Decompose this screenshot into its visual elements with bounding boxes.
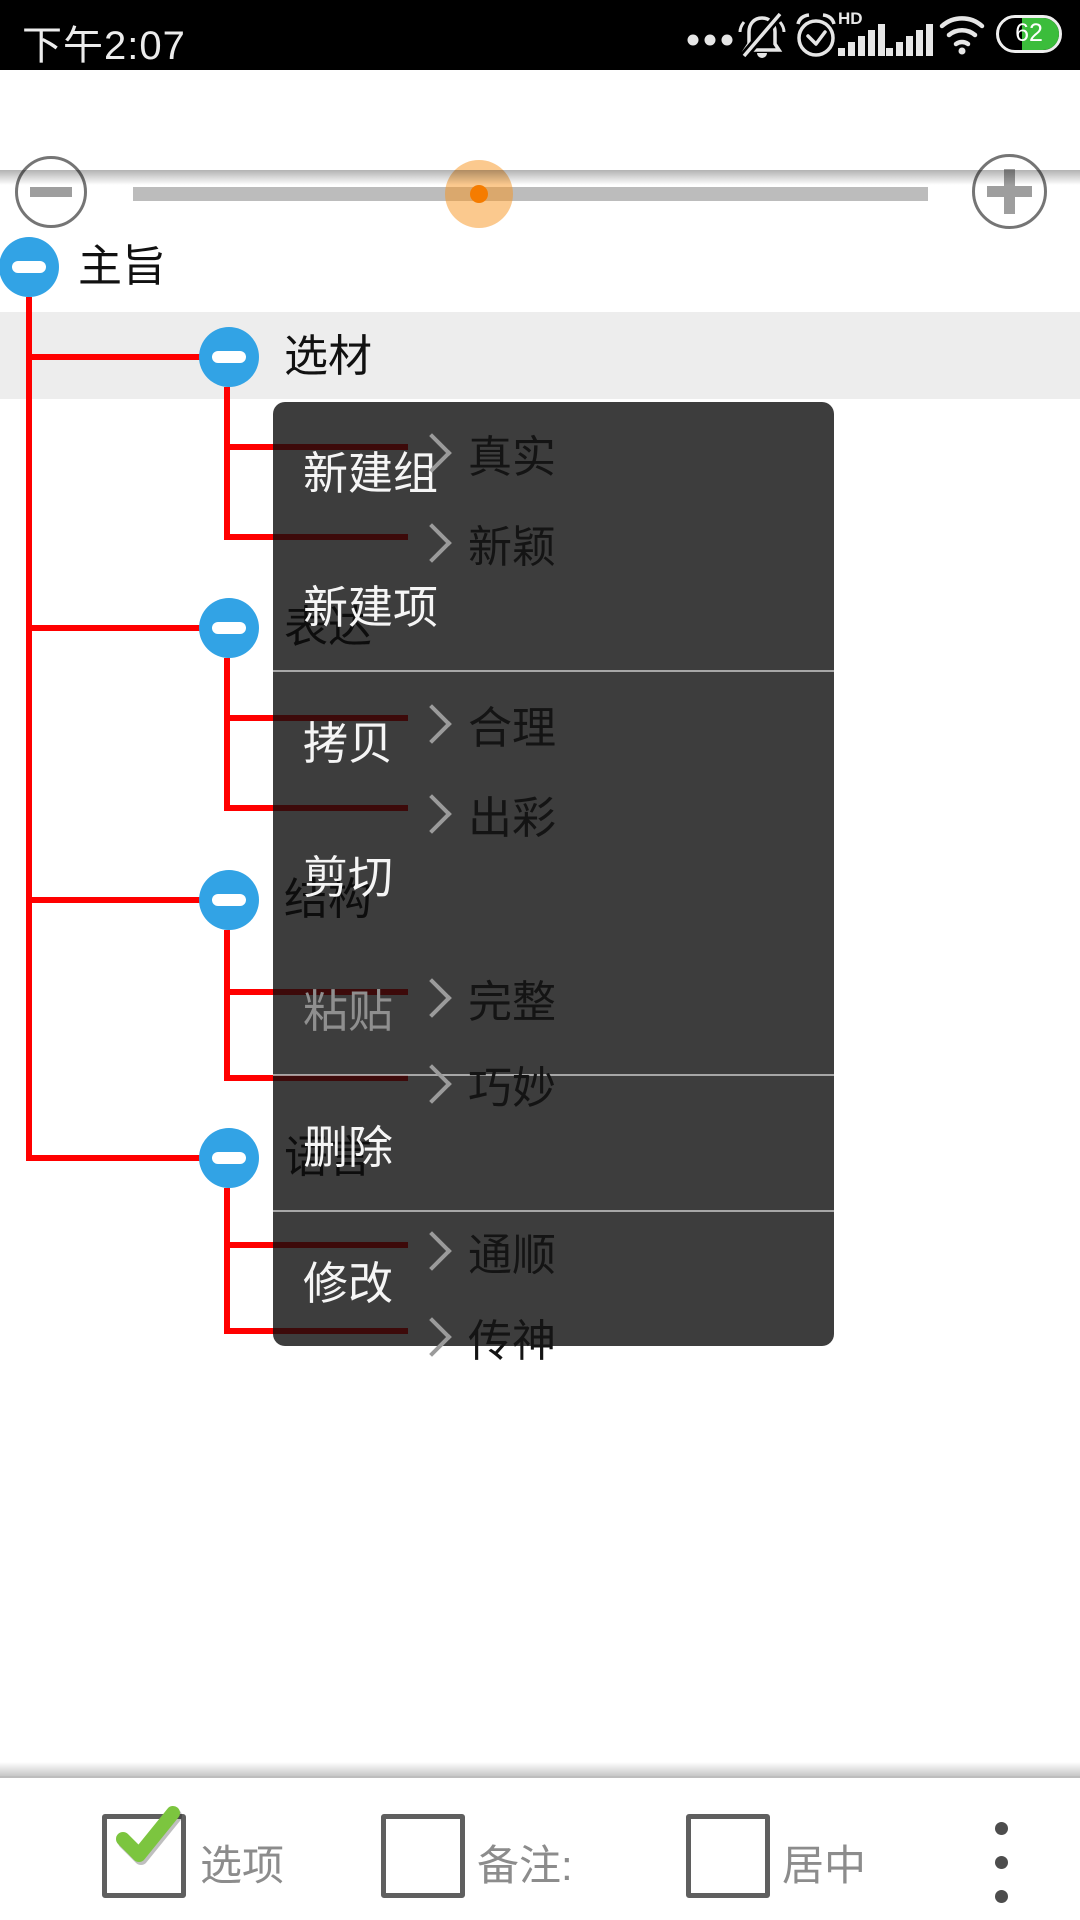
- menu-item-copy[interactable]: 拷贝: [273, 670, 834, 806]
- collapse-toggle-yuyan[interactable]: [199, 1128, 259, 1188]
- status-bar: 下午2:07 HD: [0, 0, 1080, 70]
- battery-icon: 62: [996, 15, 1062, 53]
- center-checkbox[interactable]: [686, 1814, 770, 1898]
- tree-leaf-row[interactable]: 真实: [412, 421, 556, 485]
- collapse-toggle-xuancai[interactable]: [199, 327, 259, 387]
- context-menu: 新建组 新建项 拷贝 剪切 粘贴 删除 修改: [273, 402, 834, 1346]
- tree-leaf-row[interactable]: 通顺: [412, 1219, 556, 1283]
- overflow-menu-button[interactable]: [983, 1818, 1019, 1908]
- branch-line: [26, 1155, 202, 1161]
- signal-sim1-hd-icon: HD: [838, 9, 885, 56]
- minus-icon: [12, 261, 46, 273]
- collapse-toggle-root[interactable]: [0, 237, 59, 297]
- branch-line: [26, 897, 202, 903]
- branch-line: [26, 354, 202, 360]
- menu-item-modify[interactable]: 修改: [273, 1210, 834, 1346]
- subtree-line: [224, 1188, 230, 1334]
- clock-text: 下午2:07: [22, 24, 186, 68]
- chevron-right-icon: [412, 1231, 452, 1271]
- chevron-right-icon: [412, 433, 452, 473]
- toolbar-shadow: [0, 170, 1080, 185]
- tree-node-root[interactable]: 主旨: [78, 242, 166, 291]
- chevron-right-icon: [412, 794, 452, 834]
- tree-leaf-row[interactable]: 巧妙: [412, 1052, 556, 1116]
- tree-leaf-row[interactable]: 合理: [412, 692, 556, 756]
- menu-item-new-group[interactable]: 新建组: [303, 447, 439, 499]
- tree-trunk-line: [26, 297, 32, 1161]
- bottom-toolbar-shadow: [0, 1762, 1080, 1776]
- minus-icon: [212, 622, 246, 634]
- options-checkbox[interactable]: [102, 1806, 186, 1898]
- chevron-right-icon: [412, 1317, 452, 1357]
- subtree-line: [224, 387, 230, 540]
- bottom-toolbar: 选项 备注: 居中: [0, 1776, 1080, 1920]
- tree-node-xuancai[interactable]: 选材: [284, 332, 372, 381]
- chevron-right-icon: [412, 1064, 452, 1104]
- minus-icon: [212, 351, 246, 363]
- chevron-right-icon: [412, 978, 452, 1018]
- tree-leaf-row[interactable]: 新颖: [412, 511, 556, 575]
- subtree-line: [224, 658, 230, 811]
- branch-line: [26, 625, 202, 631]
- collapse-toggle-biaoda[interactable]: [199, 598, 259, 658]
- minus-icon: [30, 187, 72, 197]
- wifi-icon: [939, 16, 985, 55]
- check-icon: [116, 1806, 182, 1865]
- zoom-in-button[interactable]: [972, 154, 1047, 229]
- zoom-slider-thumb-dot: [470, 185, 488, 203]
- more-dots-icon: [687, 34, 733, 46]
- tree-leaf-row[interactable]: 出彩: [412, 782, 556, 846]
- center-label: 居中: [782, 1842, 867, 1889]
- menu-item-delete[interactable]: 删除: [273, 1074, 834, 1210]
- minus-icon: [212, 1152, 246, 1164]
- zoom-slider-track[interactable]: [133, 187, 928, 201]
- chevron-right-icon: [412, 523, 452, 563]
- menu-item-new-item[interactable]: 新建项: [303, 581, 439, 633]
- bell-muted-icon: [738, 12, 786, 59]
- chevron-right-icon: [412, 704, 452, 744]
- note-checkbox[interactable]: [381, 1814, 465, 1898]
- zoom-out-button[interactable]: [15, 156, 87, 228]
- alarm-clock-icon: [796, 13, 836, 57]
- tree-leaf-row[interactable]: 完整: [412, 966, 556, 1030]
- zoom-toolbar: [0, 70, 1080, 229]
- minus-icon: [212, 894, 246, 906]
- tree-leaf-row[interactable]: 传神: [412, 1305, 556, 1369]
- collapse-toggle-jiegou[interactable]: [199, 870, 259, 930]
- subtree-line: [224, 930, 230, 1081]
- signal-sim2-icon: [886, 24, 933, 56]
- battery-percent: 62: [1015, 19, 1043, 47]
- menu-item-cut[interactable]: 剪切: [303, 851, 394, 903]
- menu-item-paste: 粘贴: [303, 985, 394, 1037]
- options-label: 选项: [200, 1842, 285, 1889]
- note-label: 备注:: [477, 1842, 573, 1889]
- svg-text:HD: HD: [838, 9, 863, 28]
